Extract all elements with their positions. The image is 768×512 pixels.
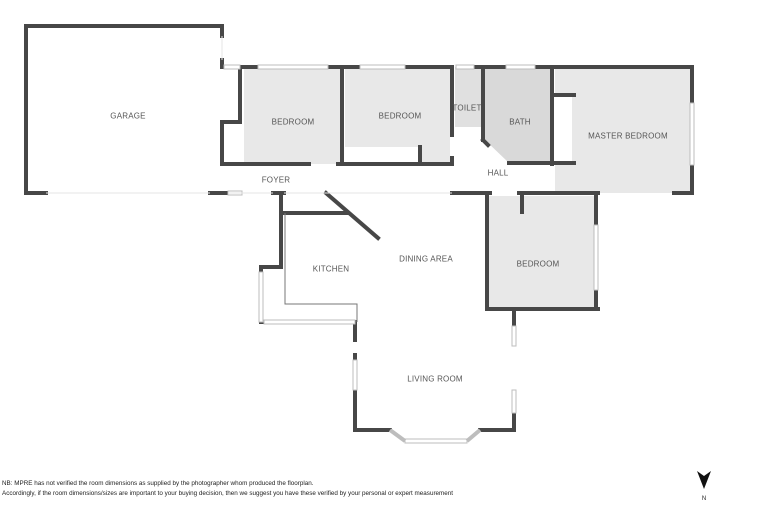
bedroom-2-fill-lower bbox=[420, 147, 450, 164]
room-fills bbox=[244, 67, 690, 309]
master-bedroom-fill bbox=[555, 67, 690, 193]
north-letter: N bbox=[701, 496, 707, 502]
room-label-bedroom-1: BEDROOM bbox=[271, 117, 315, 127]
room-label-kitchen: KITCHEN bbox=[312, 264, 350, 274]
kitchen-counter bbox=[284, 213, 358, 322]
bath-fill bbox=[485, 67, 552, 164]
bedroom-2-fill bbox=[345, 67, 450, 147]
room-label-foyer: FOYER bbox=[261, 175, 291, 185]
windows bbox=[223, 64, 695, 444]
room-label-garage: GARAGE bbox=[110, 111, 146, 121]
bedroom-1-fill bbox=[244, 67, 341, 164]
walls bbox=[24, 24, 694, 432]
disclaimer-line-2: Accordingly, if the room dimensions/size… bbox=[2, 490, 454, 497]
room-label-master-bedroom: MASTER BEDROOM bbox=[588, 131, 668, 141]
bedroom-3-fill bbox=[487, 196, 596, 309]
openings bbox=[46, 36, 452, 194]
toilet-fill bbox=[455, 67, 481, 127]
room-label-bedroom-3: BEDROOM bbox=[516, 259, 560, 269]
room-label-bedroom-2: BEDROOM bbox=[378, 111, 422, 121]
north-arrow-icon bbox=[697, 471, 711, 489]
room-label-bath: BATH bbox=[509, 117, 531, 127]
compass: N bbox=[693, 470, 715, 502]
room-label-hall: HALL bbox=[487, 168, 509, 178]
room-label-living-room: LIVING ROOM bbox=[407, 374, 463, 384]
disclaimer-line-1: NB: MPRE has not verified the room dimen… bbox=[2, 480, 314, 487]
room-label-dining-area: DINING AREA bbox=[399, 254, 453, 264]
room-label-toilet: TOILET bbox=[452, 103, 482, 113]
